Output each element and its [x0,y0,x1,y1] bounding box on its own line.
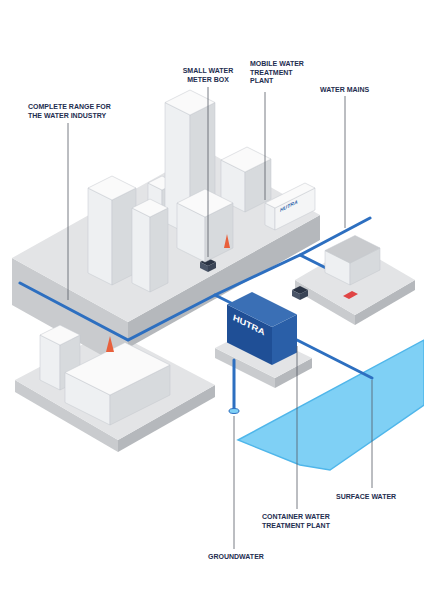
leader-lines [68,87,372,549]
traffic-cone [106,336,114,352]
callout-label: GROUNDWATER [208,553,278,562]
callout-label: SURFACE WATER [336,493,416,502]
buildings [40,90,380,425]
meter-box [208,262,216,272]
meter-box [200,262,208,272]
traffic-cone [224,234,230,248]
meter-box [292,290,300,300]
meter-box [300,290,308,300]
car [343,291,358,299]
callout-label: COMPLETE RANGE FOR THE WATER INDUSTRY [28,103,123,120]
callout-label: SMALL WATER METER BOX [173,67,243,84]
callout-label: CONTAINER WATER TREATMENT PLANT [262,513,340,530]
callout-label: WATER MAINS [320,86,390,95]
groundwater-well [229,409,239,414]
callout-label: MOBILE WATER TREATMENT PLANT [250,60,314,86]
